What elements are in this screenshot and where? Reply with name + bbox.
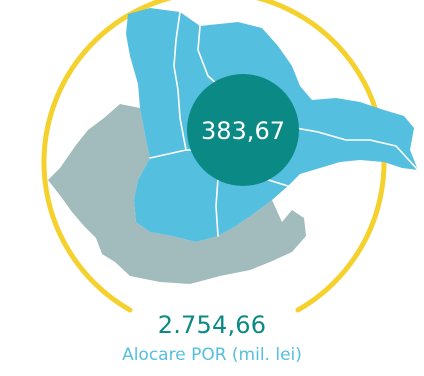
- value-bubble: [187, 74, 299, 186]
- total-allocation-caption: Alocare POR (mil. lei): [122, 345, 302, 365]
- total-allocation-value: 2.754,66: [157, 311, 267, 339]
- map-region-other: [48, 104, 306, 284]
- allocation-ring: [41, 0, 387, 313]
- bubble-value: 383,67: [201, 117, 285, 145]
